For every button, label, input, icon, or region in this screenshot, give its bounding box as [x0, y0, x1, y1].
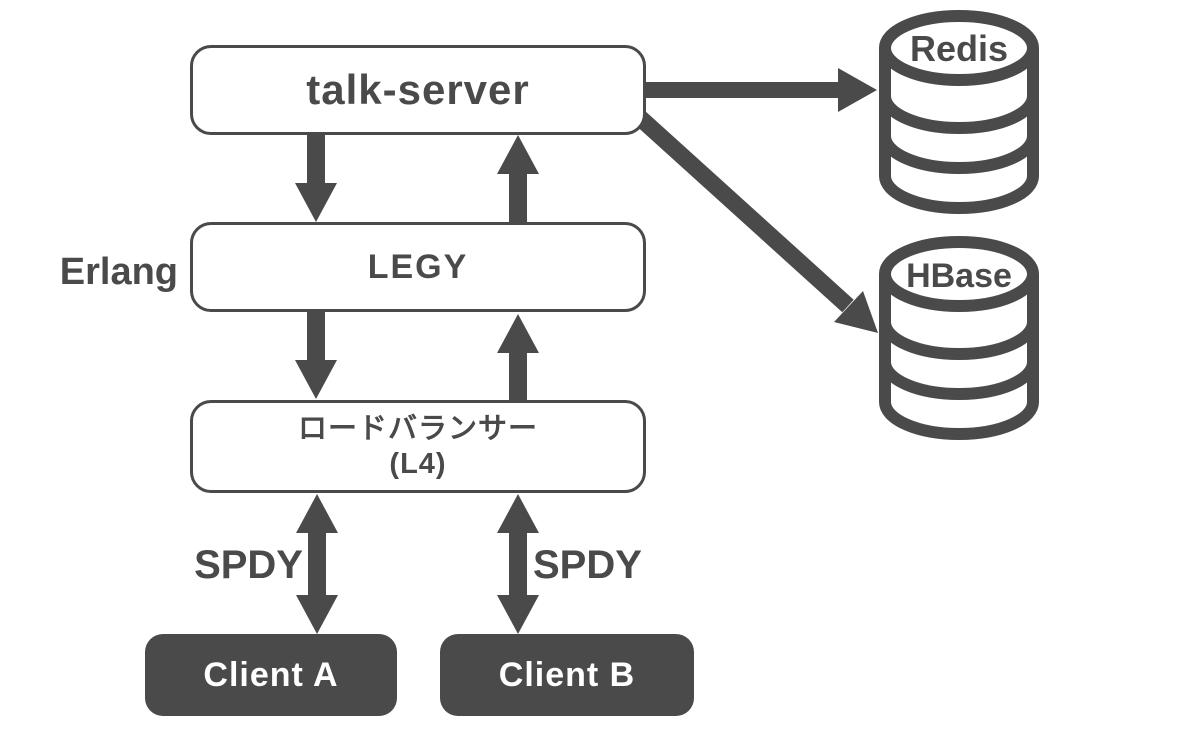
load-balancer-label-line1: ロードバランサー [297, 413, 538, 446]
redis-database-icon: Redis [879, 10, 1039, 214]
arrow-legy-to-talkserver [497, 135, 539, 224]
client-a-label: Client A [203, 655, 339, 694]
arrow-talkserver-to-hbase [632, 109, 878, 333]
node-client-a: Client A [145, 634, 397, 716]
legy-label: LEGY [367, 247, 469, 286]
load-balancer-label-line2: (L4) [389, 447, 447, 480]
redis-label: Redis [910, 28, 1008, 69]
hbase-label: HBase [906, 257, 1012, 295]
hbase-database-icon: HBase [879, 236, 1039, 440]
erlang-annotation: Erlang [59, 251, 178, 293]
node-legy: LEGY [190, 222, 646, 312]
node-load-balancer: ロードバランサー (L4) [190, 400, 646, 493]
spdy-label-left: SPDY [194, 543, 303, 587]
talk-server-label: talk-server [306, 66, 530, 113]
node-talk-server: talk-server [190, 45, 646, 135]
arrow-legy-to-loadbalancer [295, 310, 337, 399]
node-client-b: Client B [440, 634, 694, 716]
client-b-label: Client B [498, 655, 636, 694]
arrow-talkserver-to-legy [295, 133, 337, 222]
arrow-talkserver-to-redis [642, 68, 877, 112]
arrow-loadbalancer-clienta-bidirectional [296, 494, 338, 634]
arrow-loadbalancer-to-legy [497, 314, 539, 401]
spdy-label-right: SPDY [533, 543, 642, 587]
arrow-loadbalancer-clientb-bidirectional [497, 494, 539, 634]
